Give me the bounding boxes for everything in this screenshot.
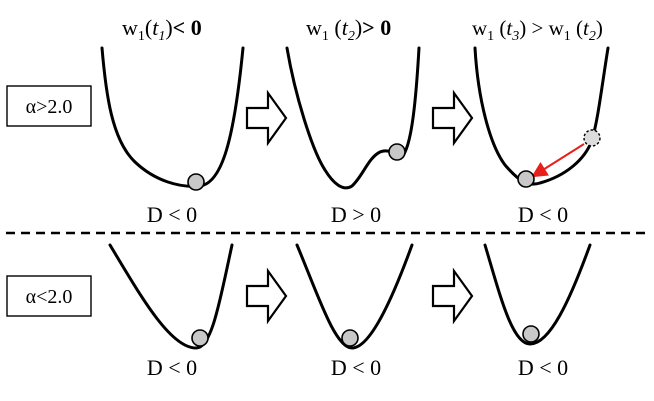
right-arrow-icon xyxy=(431,89,474,147)
potential-curve-top-2 xyxy=(285,46,421,190)
top-title-3: w1 (t3) > w1 (t2) xyxy=(472,16,603,44)
ball-bottom-1 xyxy=(191,329,209,347)
ball-top-1 xyxy=(187,173,205,191)
red-arrow-icon xyxy=(531,143,585,178)
svg-text:α>2.0: α>2.0 xyxy=(26,96,73,118)
ball-bottom-2 xyxy=(341,329,359,347)
top-title-2: w1 (t2)> 0 xyxy=(306,15,391,44)
top-title-1: w1(t1)< 0 xyxy=(122,15,202,44)
potential-curve-bottom-1 xyxy=(108,243,234,350)
right-arrow-icon xyxy=(431,267,474,325)
ball-bottom-3 xyxy=(522,325,540,343)
caption-top-2: D > 0 xyxy=(331,202,381,227)
caption-top-3: D < 0 xyxy=(518,202,568,227)
potential-curve-top-1 xyxy=(100,46,245,188)
ball-top-2 xyxy=(388,143,406,161)
caption-top-1: D < 0 xyxy=(147,202,197,227)
ball-ghost-top-3 xyxy=(583,129,601,147)
ball-top-3 xyxy=(517,170,535,188)
right-arrow-icon xyxy=(245,89,288,147)
potential-curve-bottom-2 xyxy=(295,243,414,350)
alpha-label-bottom: α<2.0 xyxy=(6,275,92,317)
potential-curve-bottom-3 xyxy=(483,243,592,346)
alpha-label-top: α>2.0 xyxy=(6,85,92,127)
caption-bottom-1: D < 0 xyxy=(147,355,197,380)
right-arrow-icon xyxy=(245,267,288,325)
caption-bottom-3: D < 0 xyxy=(518,355,568,380)
svg-text:α<2.0: α<2.0 xyxy=(26,286,73,308)
potential-curve-top-3 xyxy=(473,46,610,186)
caption-bottom-2: D < 0 xyxy=(331,355,381,380)
